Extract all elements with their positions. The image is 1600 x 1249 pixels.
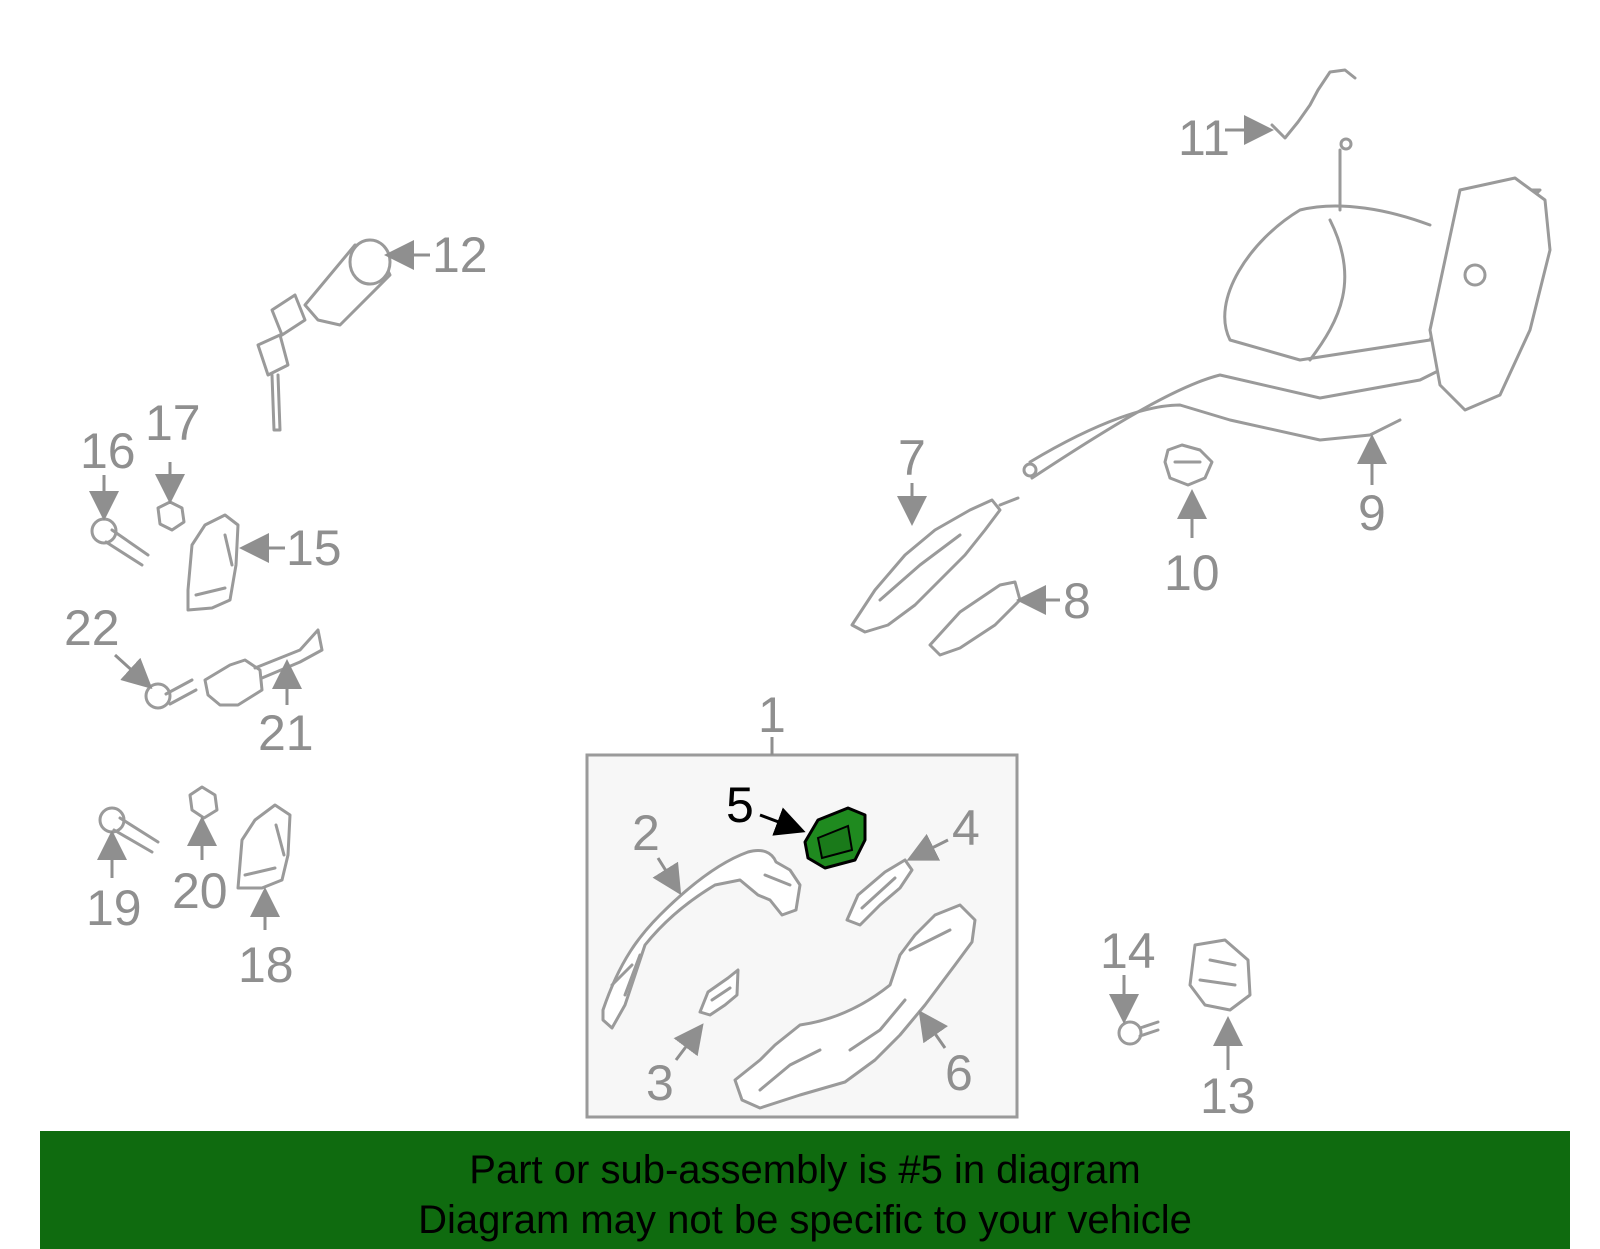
- part-9-lock-actuator: [1022, 137, 1552, 480]
- callout-6: 6: [945, 1045, 973, 1101]
- callout-15: 15: [286, 520, 342, 576]
- callout-22: 22: [64, 600, 120, 656]
- callout-18: 18: [238, 937, 294, 993]
- banner-line-1: Part or sub-assembly is #5 in diagram: [469, 1148, 1141, 1192]
- callout-2: 2: [632, 805, 660, 861]
- callout-12: 12: [432, 227, 488, 283]
- callout-3: 3: [646, 1055, 674, 1111]
- part-21-door-check: [203, 628, 324, 707]
- arrow-2: [652, 857, 682, 896]
- callout-13: 13: [1200, 1068, 1256, 1124]
- callout-21: 21: [258, 705, 314, 761]
- part-7-inner-handle: [850, 496, 1020, 634]
- callout-16: 16: [80, 423, 136, 479]
- part-4-gasket: [845, 858, 914, 927]
- part-6-handle-frame: [733, 903, 977, 1110]
- part-18-hinge: [236, 803, 292, 890]
- part-16-bolt: [90, 517, 150, 567]
- info-banner: Part or sub-assembly is #5 in diagram Di…: [40, 1131, 1570, 1249]
- part-8-bezel: [928, 580, 1022, 657]
- callout-17: 17: [145, 395, 201, 451]
- callout-11: 11: [1178, 110, 1230, 166]
- callout-10: 10: [1164, 545, 1220, 601]
- arrow-6: [918, 1010, 949, 1049]
- arrow-3: [673, 1023, 704, 1061]
- callout-5: 5: [726, 777, 754, 833]
- callout-20: 20: [172, 863, 228, 919]
- part-17-nut: [156, 500, 186, 532]
- callout-4: 4: [952, 800, 980, 856]
- callout-9: 9: [1358, 485, 1386, 541]
- part-15-hinge: [186, 513, 240, 612]
- part-12-lock-cylinder: [256, 238, 392, 432]
- callout-8: 8: [1063, 573, 1091, 629]
- part-2-outer-handle: [601, 848, 802, 1030]
- part-14-screw: [1117, 1020, 1160, 1046]
- callout-7: 7: [898, 430, 926, 486]
- part-22-bolt: [144, 678, 198, 710]
- part-20-nut: [188, 785, 219, 820]
- part-11-rod: [1270, 68, 1357, 140]
- part-19-bolt: [98, 806, 160, 854]
- callout-19: 19: [86, 880, 142, 936]
- part-3-gasket: [698, 968, 740, 1017]
- callout-1: 1: [758, 687, 786, 743]
- part-5-handle-cap: [803, 806, 867, 870]
- part-10-clip: [1163, 443, 1214, 487]
- arrow-22: [113, 653, 153, 690]
- arrow-5: [759, 807, 806, 836]
- part-13-striker: [1188, 938, 1252, 1012]
- arrow-4: [906, 833, 949, 861]
- callout-14: 14: [1100, 923, 1156, 979]
- banner-line-2: Diagram may not be specific to your vehi…: [418, 1198, 1192, 1242]
